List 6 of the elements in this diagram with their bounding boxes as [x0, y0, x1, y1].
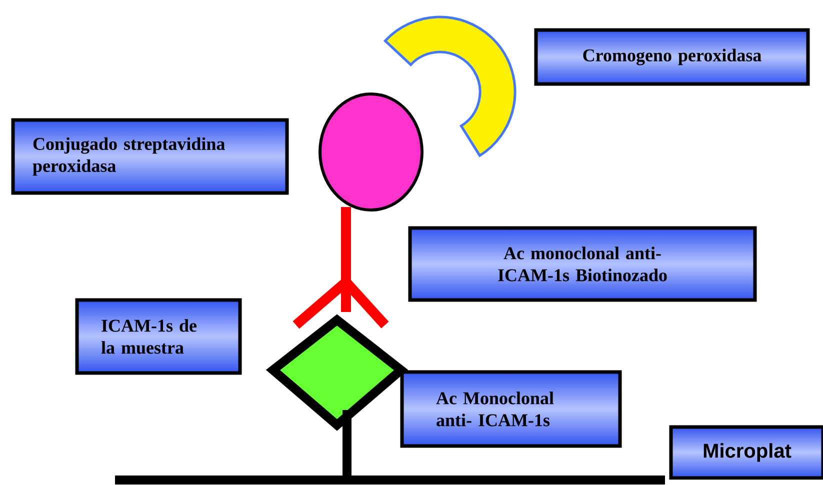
label-box: Microplat: [669, 425, 823, 480]
label-box: Cromogeno peroxidasa: [534, 28, 810, 86]
label-box: ICAM-1s de la muestra: [75, 298, 242, 375]
label-box: Ac Monoclonal anti- ICAM-1s: [400, 370, 622, 448]
label-box: Conjugado streptavidina peroxidasa: [11, 118, 289, 195]
label-box: Ac monoclonal anti- ICAM-1s Biotinozado: [408, 226, 757, 302]
